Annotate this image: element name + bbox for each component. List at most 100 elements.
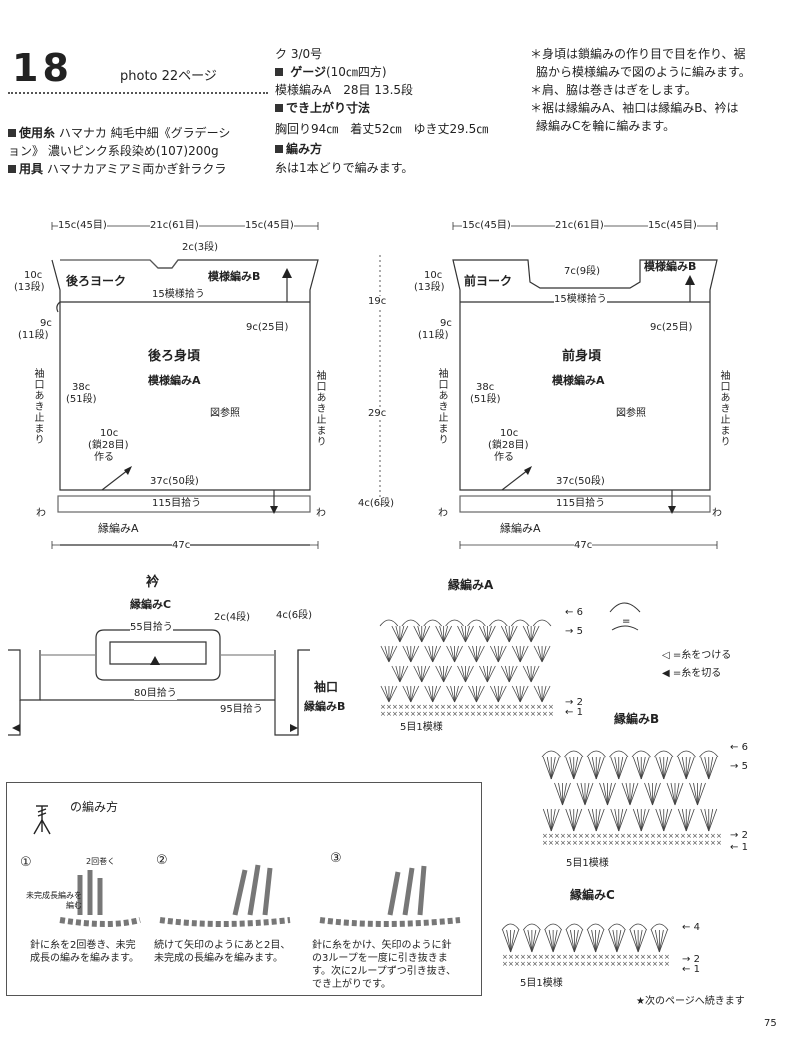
front-neck-dim: 7c(9段): [564, 266, 601, 277]
svg-text:×: ×: [464, 710, 470, 718]
svg-text:×: ×: [590, 832, 596, 840]
svg-text:×: ×: [596, 839, 602, 847]
svg-text:×: ×: [664, 953, 670, 961]
svg-text:×: ×: [596, 832, 602, 840]
collar-pick-55: 55目拾う: [130, 622, 173, 634]
yarn-line1: 使用糸 ハマナカ 純毛中細《グラデーシ: [8, 125, 230, 142]
svg-text:×: ×: [656, 839, 662, 847]
back-pickup-115: 115目拾う: [152, 498, 202, 509]
pattern-number: 18: [12, 46, 73, 90]
dim-4: 4c(6段): [358, 498, 395, 510]
svg-text:×: ×: [698, 832, 704, 840]
front-yoke-title: 前ヨーク: [464, 274, 513, 288]
back-sleeve-stop-left: 袖口あき止まり: [32, 368, 43, 445]
svg-text:×: ×: [698, 839, 704, 847]
legend-attach: ◁ =糸をつける: [662, 650, 732, 661]
back-right-9: 9c(25目): [246, 322, 289, 333]
svg-text:×: ×: [380, 710, 386, 718]
front-wa-right: わ: [712, 508, 722, 519]
svg-text:×: ×: [652, 953, 658, 961]
svg-text:×: ×: [508, 960, 514, 968]
svg-text:×: ×: [686, 832, 692, 840]
svg-text:×: ×: [386, 703, 392, 711]
svg-text:×: ×: [674, 839, 680, 847]
svg-text:×: ×: [578, 832, 584, 840]
svg-text:×: ×: [440, 703, 446, 711]
step3-text1: 針に糸をかけ、矢印のように針: [312, 940, 452, 951]
svg-text:×: ×: [380, 703, 386, 711]
step1-note2: 編む: [66, 901, 82, 910]
howto-box: [6, 782, 482, 996]
front-wa-left: わ: [438, 508, 448, 519]
stitch-chart-a: ××××××××××××××××××××××××××××××××××××××××…: [379, 619, 554, 718]
svg-text:×: ×: [542, 839, 548, 847]
back-wa-right: わ: [316, 508, 326, 519]
back-sleeve-stop-right: 袖口あき止まり: [314, 370, 325, 447]
svg-text:×: ×: [544, 953, 550, 961]
svg-text:=: =: [622, 616, 630, 627]
chart-b-row2: → 2: [730, 830, 748, 841]
note-1: ＊身頃は鎖編みの作り目で目を作り、裾: [530, 47, 746, 61]
back-left-9: 9c: [40, 318, 52, 329]
svg-text:×: ×: [674, 832, 680, 840]
svg-text:×: ×: [550, 960, 556, 968]
step2-num: ②: [156, 853, 168, 868]
svg-text:×: ×: [562, 953, 568, 961]
svg-text:×: ×: [710, 832, 716, 840]
svg-text:×: ×: [506, 710, 512, 718]
svg-text:×: ×: [410, 703, 416, 711]
svg-text:×: ×: [482, 710, 488, 718]
chart-c-repeat: 5目1模様: [520, 978, 563, 989]
front-chain-10b: (鎖28目): [488, 440, 529, 451]
svg-text:×: ×: [680, 839, 686, 847]
svg-text:×: ×: [566, 839, 572, 847]
svg-text:×: ×: [532, 953, 538, 961]
svg-text:×: ×: [644, 839, 650, 847]
svg-text:×: ×: [650, 832, 656, 840]
svg-text:×: ×: [488, 703, 494, 711]
back-chain-10: 10c: [100, 428, 119, 439]
svg-text:×: ×: [614, 832, 620, 840]
back-hem-37: 37c(50段): [150, 476, 199, 487]
svg-text:×: ×: [560, 839, 566, 847]
back-dim-center: 21c(61目): [150, 220, 199, 232]
svg-text:×: ×: [526, 960, 532, 968]
chart-a-row1: ← 1: [565, 707, 583, 718]
note-5: 縁編みCを輪に編みます。: [536, 119, 676, 133]
svg-text:×: ×: [668, 832, 674, 840]
chart-c-row1: ← 1: [682, 964, 700, 975]
svg-text:×: ×: [446, 703, 452, 711]
svg-text:×: ×: [512, 703, 518, 711]
svg-text:×: ×: [640, 960, 646, 968]
svg-text:×: ×: [508, 953, 514, 961]
svg-text:×: ×: [392, 703, 398, 711]
svg-text:×: ×: [434, 703, 440, 711]
svg-text:×: ×: [644, 832, 650, 840]
svg-text:×: ×: [548, 839, 554, 847]
svg-text:×: ×: [556, 953, 562, 961]
gauge-label: ゲージ(10㎝四方): [275, 64, 386, 81]
yarn-line2: ョン》 濃いピンク系段染め(107)200g: [8, 144, 219, 158]
svg-text:×: ×: [554, 839, 560, 847]
svg-text:×: ×: [566, 832, 572, 840]
step2-text1: 続けて矢印のようにあと2目、: [154, 940, 291, 951]
back-width-47: 47c: [172, 540, 191, 552]
photo-reference: photo 22ページ: [120, 69, 217, 84]
method-label: 編み方: [275, 141, 322, 158]
svg-text:×: ×: [542, 710, 548, 718]
svg-text:×: ×: [608, 832, 614, 840]
collar-border-c: 縁編みC: [130, 598, 172, 611]
svg-text:×: ×: [656, 832, 662, 840]
svg-text:×: ×: [610, 953, 616, 961]
cuff-title: 袖口: [314, 680, 339, 694]
svg-text:×: ×: [562, 960, 568, 968]
gauge-value: 模様編みA 28目 13.5段: [275, 83, 414, 97]
svg-text:×: ×: [610, 960, 616, 968]
front-sleeve-stop-left: 袖口あき止まり: [436, 368, 447, 445]
dim-29: 29c: [368, 408, 387, 420]
svg-text:×: ×: [464, 703, 470, 711]
svg-text:×: ×: [646, 953, 652, 961]
svg-text:×: ×: [662, 839, 668, 847]
svg-text:×: ×: [514, 960, 520, 968]
chart-c-row2: → 2: [682, 954, 700, 965]
